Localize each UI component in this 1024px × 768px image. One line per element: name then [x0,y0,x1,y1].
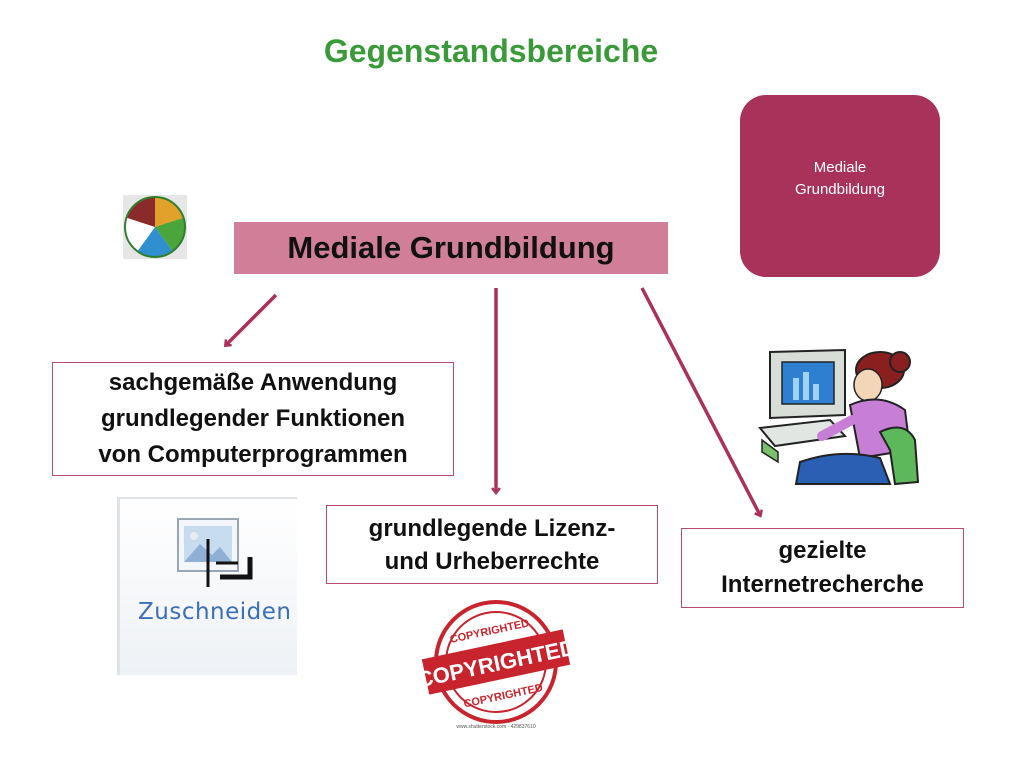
crop-icon [177,518,253,587]
branch-box-licensing: grundlegende Lizenz- und Urheberrechte [326,505,658,584]
central-topic: Mediale Grundbildung [234,222,668,274]
stamp-text: COPYRIGHTED [415,634,578,692]
branch-box-software: sachgemäße Anwendung grundlegender Funkt… [52,362,454,476]
crop-button-image: Zuschneiden [117,497,297,675]
arrow-right [640,287,763,518]
branch-right-line-1: gezielte [778,537,867,564]
topic-badge: Mediale Grundbildung [740,95,940,277]
page-title: Gegenstandsbereiche [323,33,659,69]
stamp-caption: www.shutterstock.com · 429837610 [456,724,535,730]
branch-left-line-2: grundlegender Funktionen [101,405,405,432]
stamp-text-bottom: COPYRIGHTED [463,682,544,711]
branch-left-line-3: von Computerprogrammen [98,441,408,468]
arrow-left [223,293,278,348]
branch-middle-line-2: und Urheberrechte [384,547,600,575]
branch-left-line-1: sachgemäße Anwendung [108,369,398,396]
stamp-text-top: COPYRIGHTED [449,617,530,646]
branch-box-research: gezielte Internetrecherche [681,528,964,608]
crop-button-label: Zuschneiden [138,599,292,625]
branch-middle-line-1: grundlegende Lizenz- [368,514,616,542]
branch-right-line-2: Internetrecherche [721,571,924,598]
badge-line-2: Grundbildung [794,181,886,198]
badge-line-1: Mediale [813,159,867,176]
